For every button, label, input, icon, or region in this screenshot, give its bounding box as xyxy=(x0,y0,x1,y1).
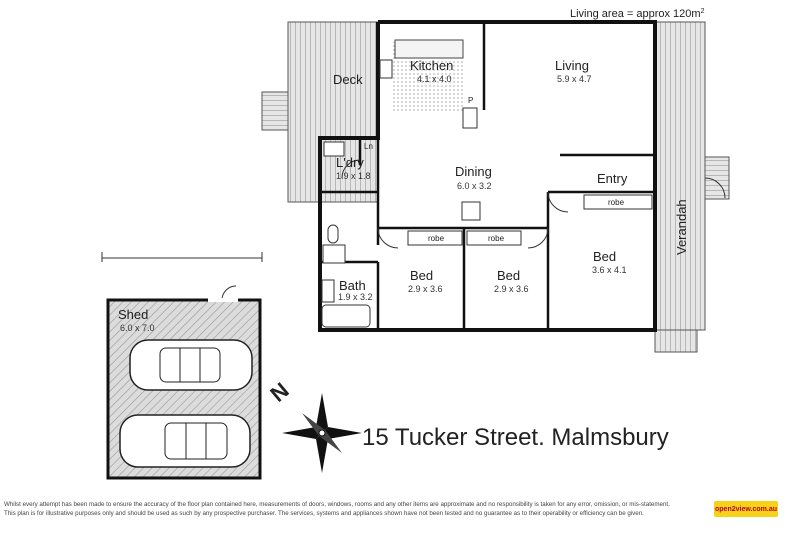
robe-bed3 xyxy=(583,194,653,210)
robe-label-bed3: robe xyxy=(608,198,625,207)
deck-steps xyxy=(261,91,289,131)
bed1-size: 2.9 x 3.6 xyxy=(408,284,443,294)
laundry-label: L'dry xyxy=(336,155,364,170)
fireplace-icon xyxy=(461,201,481,221)
laundry-tub-icon xyxy=(323,141,345,157)
car-icon-top xyxy=(129,339,253,391)
robe-label-bed1: robe xyxy=(428,234,445,243)
bed3-label: Bed xyxy=(593,249,616,264)
disclaimer-line-1: Whilst every attempt has been made to en… xyxy=(4,501,670,508)
bathtub-icon xyxy=(321,304,371,328)
bed2-label: Bed xyxy=(497,268,520,283)
sink-icon xyxy=(462,107,478,129)
bed2-size: 2.9 x 3.6 xyxy=(494,284,529,294)
kitchen-size: 4.1 x 4.0 xyxy=(417,74,452,84)
robe-bed1 xyxy=(407,230,463,246)
car-icon-bottom xyxy=(119,414,251,468)
shed-label: Shed xyxy=(118,307,148,322)
robe-bed2 xyxy=(466,230,522,246)
brand-logo: open2view.com.au xyxy=(714,501,778,517)
dining-size: 6.0 x 3.2 xyxy=(457,181,492,191)
north-label: N xyxy=(265,377,293,406)
bath-size: 1.9 x 3.2 xyxy=(338,292,373,302)
living-label: Living xyxy=(555,58,589,73)
compass-rose-icon xyxy=(282,393,362,473)
kitchen-bench xyxy=(394,39,464,59)
vanity-icon xyxy=(321,279,335,303)
living-size: 5.9 x 4.7 xyxy=(557,74,592,84)
verandah-steps-bottom xyxy=(654,329,698,353)
shower-icon xyxy=(322,244,346,264)
address-title: 15 Tucker Street. Malmsbury xyxy=(362,424,669,451)
verandah-label: Verandah xyxy=(674,199,689,255)
bed3-size: 3.6 x 4.1 xyxy=(592,265,627,275)
dining-label: Dining xyxy=(455,164,492,179)
kitchen-label: Kitchen xyxy=(410,58,453,73)
shed-size: 6.0 x 7.0 xyxy=(120,323,155,333)
scale-bar xyxy=(101,252,263,262)
entry-label: Entry xyxy=(597,171,628,186)
bed1-label: Bed xyxy=(410,268,433,283)
robe-label-bed2: robe xyxy=(488,234,505,243)
deck-label: Deck xyxy=(333,72,363,87)
stove-icon xyxy=(379,59,393,79)
living-area-text: Living area = approx 120m2 xyxy=(570,8,705,20)
verandah-area xyxy=(654,21,706,331)
deck-area xyxy=(287,21,379,203)
linen-label: Ln xyxy=(364,142,373,151)
interior-walls xyxy=(320,22,655,330)
toilet-icon xyxy=(327,224,339,244)
pantry-label: P xyxy=(468,96,473,105)
disclaimer-line-2: This plan is for illustrative purposes o… xyxy=(4,510,644,517)
laundry-size: 1.9 x 1.8 xyxy=(336,171,371,181)
bath-label: Bath xyxy=(339,278,366,293)
